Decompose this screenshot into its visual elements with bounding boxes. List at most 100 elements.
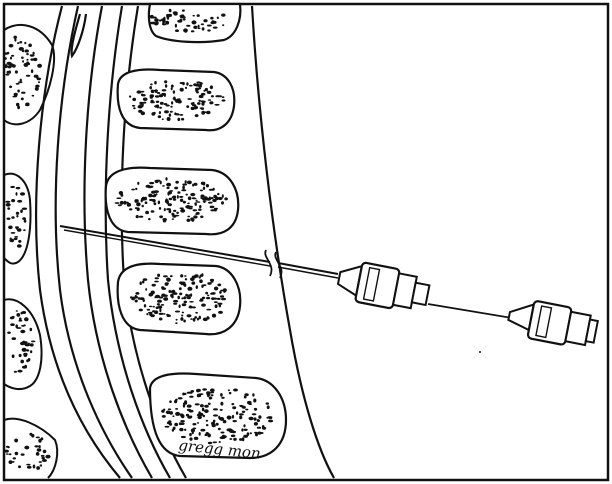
- bone-stipple: [177, 191, 180, 194]
- bone-stipple: [211, 297, 215, 300]
- bone-stipple: [175, 113, 177, 115]
- bone-stipple: [190, 318, 193, 320]
- bone-stipple: [231, 435, 236, 438]
- bone-stipple: [180, 414, 184, 417]
- bone-stipple: [216, 423, 219, 426]
- bone-stipple: [18, 240, 21, 243]
- bone-stipple: [37, 64, 42, 68]
- bone-stipple: [14, 38, 16, 41]
- bone-stipple: [24, 317, 29, 321]
- bone-stipple: [11, 216, 14, 219]
- bone-stipple: [183, 404, 185, 408]
- bone-stipple: [200, 190, 203, 192]
- bone-stipple: [189, 396, 193, 398]
- bone-stipple: [220, 409, 223, 411]
- bone-stipple: [26, 75, 31, 77]
- bone-stipple: [9, 453, 12, 455]
- bone-stipple: [182, 186, 185, 190]
- bone-stipple: [202, 408, 205, 412]
- bone-stipple: [244, 429, 248, 431]
- bone-stipple: [179, 428, 183, 431]
- bone-stipple: [232, 415, 234, 419]
- bone-stipple: [211, 20, 214, 24]
- bone-stipple: [192, 15, 195, 17]
- bone-stipple: [143, 299, 145, 302]
- bone-stipple: [21, 92, 26, 94]
- bone-stipple: [206, 309, 211, 311]
- bone-stipple: [185, 278, 187, 280]
- bone-stipple: [213, 420, 215, 423]
- bone-stipple: [16, 83, 20, 85]
- bone-stipple: [181, 189, 186, 191]
- bone-stipple: [180, 209, 185, 213]
- bone-stipple: [16, 313, 20, 317]
- bone-stipple: [175, 322, 178, 324]
- bone-stipple: [208, 403, 211, 405]
- bone-stipple: [150, 15, 154, 19]
- bone-stipple: [185, 294, 188, 297]
- bone-stipple: [165, 426, 170, 428]
- bone-stipple: [191, 107, 195, 110]
- bone-stipple: [19, 317, 22, 321]
- bone-stipple: [41, 437, 44, 440]
- bone-stipple: [177, 20, 182, 23]
- bone-stipple: [26, 53, 29, 55]
- bone-stipple: [203, 184, 205, 186]
- bone-stipple: [207, 25, 212, 27]
- bone-stipple: [193, 215, 197, 218]
- bone-stipple: [24, 219, 27, 222]
- bone-stipple: [227, 429, 231, 432]
- bone-stipple: [163, 275, 168, 277]
- bone-stipple: [145, 211, 149, 215]
- bone-stipple: [154, 90, 159, 92]
- bone-stipple: [182, 303, 187, 306]
- bone-stipple: [206, 297, 210, 299]
- bone-stipple: [36, 452, 40, 456]
- bone-stipple: [185, 31, 187, 33]
- bone-stipple: [22, 60, 24, 63]
- bone-stipple: [172, 196, 176, 199]
- bone-stipple: [151, 90, 154, 94]
- bone-stipple: [149, 182, 154, 184]
- bone-stipple: [199, 393, 204, 395]
- bone-stipple: [138, 110, 142, 113]
- bone-stipple: [181, 297, 183, 299]
- bone-stipple: [195, 88, 200, 91]
- bone-stipple: [138, 297, 141, 300]
- bone-stipple: [140, 281, 142, 285]
- bone-stipple: [207, 295, 209, 297]
- bone-stipple: [199, 100, 201, 102]
- bone-stipple: [241, 428, 243, 431]
- bone-stipple: [170, 111, 173, 113]
- bone-stipple: [187, 409, 191, 411]
- bone-stipple: [179, 196, 183, 198]
- bone-stipple: [28, 343, 30, 346]
- bone-stipple: [161, 410, 164, 413]
- bone-stipple: [200, 195, 204, 198]
- bone-stipple: [187, 98, 192, 100]
- bone-stipple: [182, 312, 184, 314]
- bone-stipple: [199, 279, 203, 283]
- bone-stipple: [28, 63, 31, 65]
- bone-stipple: [194, 203, 196, 205]
- bone-stipple: [179, 15, 183, 17]
- bone-stipple: [254, 417, 257, 420]
- bone-stipple: [191, 30, 195, 32]
- bone-stipple: [166, 411, 171, 415]
- bone-stipple: [180, 420, 185, 422]
- bone-stipple: [9, 86, 12, 89]
- bone-stipple: [218, 311, 223, 314]
- bone-stipple: [42, 459, 47, 462]
- bone-stipple: [31, 69, 33, 73]
- bone-stipple: [239, 438, 243, 441]
- bone-stipple: [14, 94, 18, 97]
- bone-stipple: [149, 186, 153, 188]
- bone-stipple: [142, 104, 144, 107]
- bone-stipple: [31, 341, 35, 343]
- bone-stipple: [161, 93, 166, 96]
- bone-stipple: [187, 287, 192, 291]
- bone-stipple: [198, 28, 201, 30]
- bone-stipple: [162, 288, 167, 290]
- bone-stipple: [159, 308, 161, 312]
- bone-stipple: [211, 95, 214, 97]
